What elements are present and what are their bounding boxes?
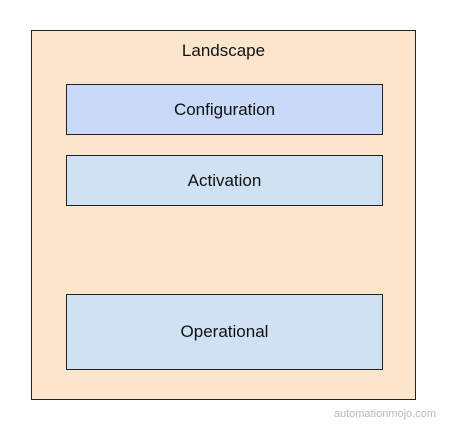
stage-configuration: Configuration <box>66 84 383 135</box>
stage-operational: Operational <box>66 294 383 370</box>
landscape-container: Landscape Configuration Activation Opera… <box>31 30 416 400</box>
stage-configuration-label: Configuration <box>173 99 276 119</box>
stage-activation: Activation <box>66 155 383 206</box>
stage-activation-label: Activation <box>187 170 262 190</box>
stage-operational-label: Operational <box>180 322 269 341</box>
landscape-title: Landscape <box>181 41 266 60</box>
watermark: automationmojo.com <box>333 408 436 420</box>
